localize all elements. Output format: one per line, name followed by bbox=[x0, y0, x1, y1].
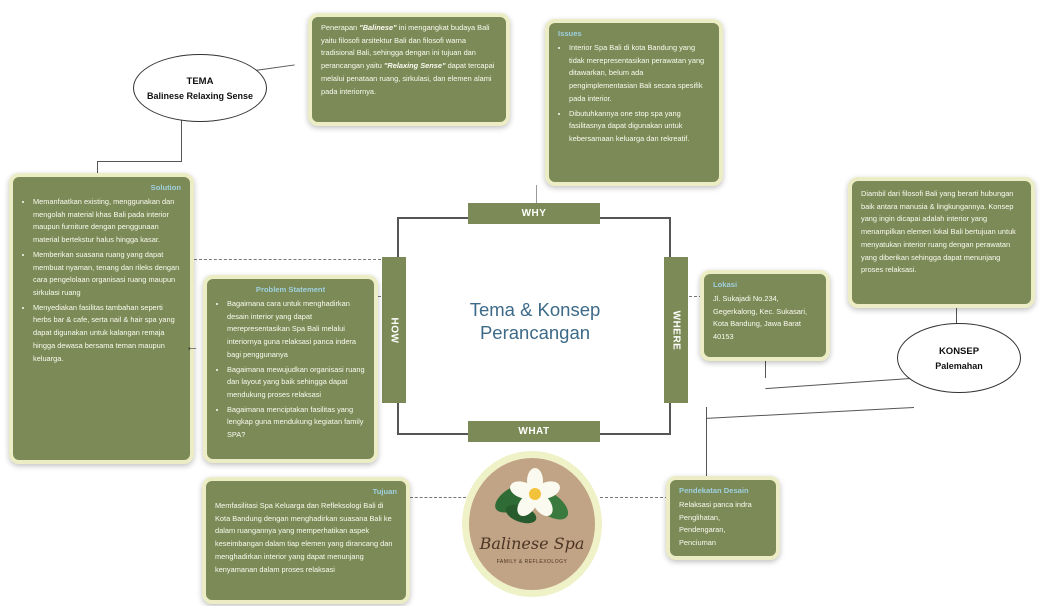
lokasi-text: Jl. Sukajadi No.234, Gegerkalong, Kec. S… bbox=[713, 293, 808, 342]
solution-item: Menyediakan fasilitas tambahan seperti h… bbox=[33, 302, 181, 366]
konsep-description-card: Diambil dari filosofi Bali yang berarti … bbox=[848, 177, 1035, 308]
tema-desc-part-2: ini mengangkat budaya Bali yaitu filosof… bbox=[321, 23, 490, 71]
tujuan-text: Memfasilitasi Spa Keluarga dan Refleksol… bbox=[215, 500, 393, 574]
issues-header: Issues bbox=[558, 29, 582, 38]
why-label: WHY bbox=[521, 208, 547, 219]
what-bar: WHAT bbox=[468, 421, 600, 442]
where-bar: WHERE bbox=[664, 257, 688, 403]
tema-description-card: Penerapan "Balinese" ini mengangkat buda… bbox=[308, 13, 510, 126]
center-title: Tema & Konsep Perancangan bbox=[469, 299, 601, 344]
balinese-spa-logo: Balinese Spa FAMILY & REFLEXOLOGY bbox=[469, 458, 595, 590]
connector-logo-to-pendekatan bbox=[600, 497, 668, 498]
solution-item: Memanfaatkan existing, menggunakan dan m… bbox=[33, 196, 181, 247]
pendekatan-line: Relaksasi panca indra bbox=[679, 499, 752, 509]
connector-lokasi-down bbox=[765, 358, 767, 378]
tema-desc-part-1: Penerapan bbox=[321, 23, 360, 32]
connector-issues-to-why bbox=[536, 185, 537, 203]
tema-name: Balinese Relaxing Sense bbox=[146, 90, 254, 101]
connector-tema-horizontal bbox=[97, 161, 182, 163]
where-label: WHERE bbox=[670, 310, 682, 350]
konsep-description-text: Diambil dari filosofi Bali yang berarti … bbox=[861, 189, 1016, 275]
connector-tema-vertical bbox=[181, 118, 183, 162]
logo-brand-text: Balinese Spa bbox=[479, 534, 585, 553]
connector-tema-to-desc bbox=[254, 64, 295, 72]
tujuan-card: Tujuan Memfasilitasi Spa Keluarga dan Re… bbox=[202, 477, 410, 604]
connector-konsep-desc bbox=[956, 308, 958, 324]
how-bar: HOW bbox=[382, 257, 406, 403]
solution-card: Solution Memanfaatkan existing, mengguna… bbox=[9, 173, 194, 464]
problem-statement-card: Problem Statement Bagaimana cara untuk m… bbox=[203, 275, 378, 463]
what-label: WHAT bbox=[518, 426, 550, 437]
konsep-oval: KONSEP Palemahan bbox=[897, 323, 1021, 393]
problem-item: Bagaimana mewujudkan organisasi ruang da… bbox=[227, 364, 365, 402]
solution-item: Memberikan suasana ruang yang dapat memb… bbox=[33, 249, 181, 300]
pendekatan-line: Penciuman bbox=[679, 538, 716, 548]
problem-statement-header: Problem Statement bbox=[255, 285, 326, 294]
lokasi-header: Lokasi bbox=[713, 280, 738, 289]
issues-list: Interior Spa Bali di kota Bandung yang t… bbox=[558, 42, 710, 146]
tema-oval: TEMA Balinese Relaxing Sense bbox=[133, 54, 267, 122]
why-bar: WHY bbox=[468, 203, 600, 224]
tema-desc-part-3: dapat tercapai melalui penataan ruang, s… bbox=[321, 61, 495, 96]
issues-card: Issues Interior Spa Bali di kota Bandung… bbox=[545, 19, 723, 186]
connector-where-to-lokasi bbox=[684, 296, 702, 297]
konsep-label: KONSEP bbox=[938, 345, 980, 357]
connector-solution-to-how bbox=[194, 259, 386, 260]
tema-label: TEMA bbox=[186, 75, 214, 87]
frangipani-flower-icon bbox=[495, 468, 569, 524]
problem-item: Bagaimana menciptakan fasilitas yang len… bbox=[227, 404, 365, 442]
issues-item: Dibutuhkannya one stop spa yang fasilita… bbox=[569, 108, 710, 146]
konsep-name: Palemahan bbox=[935, 360, 983, 371]
left-arrow-icon: ← bbox=[185, 338, 199, 354]
connector-konsep-to-pendekatan bbox=[706, 407, 915, 420]
issues-item: Interior Spa Bali di kota Bandung yang t… bbox=[569, 42, 710, 106]
solution-list: Memanfaatkan existing, menggunakan dan m… bbox=[22, 196, 181, 366]
tema-desc-relaxing: "Relaxing Sense" bbox=[383, 61, 446, 71]
connector-tujuan-to-logo bbox=[410, 497, 466, 498]
pendekatan-line: Penglihatan, bbox=[679, 512, 721, 522]
connector-konsep-to-lokasi bbox=[765, 378, 911, 390]
pendekatan-line: Pendengaran, bbox=[679, 525, 726, 535]
lokasi-card: Lokasi Jl. Sukajadi No.234, Gegerkalong,… bbox=[700, 270, 830, 361]
problem-list: Bagaimana cara untuk menghadirkan desain… bbox=[216, 298, 365, 442]
logo-tagline: FAMILY & REFLEXOLOGY bbox=[496, 559, 568, 565]
tema-description-text: Penerapan "Balinese" ini mengangkat buda… bbox=[321, 22, 497, 98]
solution-header: Solution bbox=[150, 183, 181, 192]
tujuan-header: Tujuan bbox=[372, 487, 397, 496]
pendekatan-desain-card: Pendekatan Desain Relaksasi panca indra … bbox=[666, 476, 780, 560]
problem-item: Bagaimana cara untuk menghadirkan desain… bbox=[227, 298, 365, 362]
connector-tema-to-solution bbox=[97, 161, 99, 175]
connector-pendekatan-vertical bbox=[706, 407, 708, 479]
tema-desc-balinese: "Balinese" bbox=[359, 23, 397, 32]
how-label: HOW bbox=[388, 317, 400, 343]
pendekatan-header: Pendekatan Desain bbox=[679, 486, 749, 495]
